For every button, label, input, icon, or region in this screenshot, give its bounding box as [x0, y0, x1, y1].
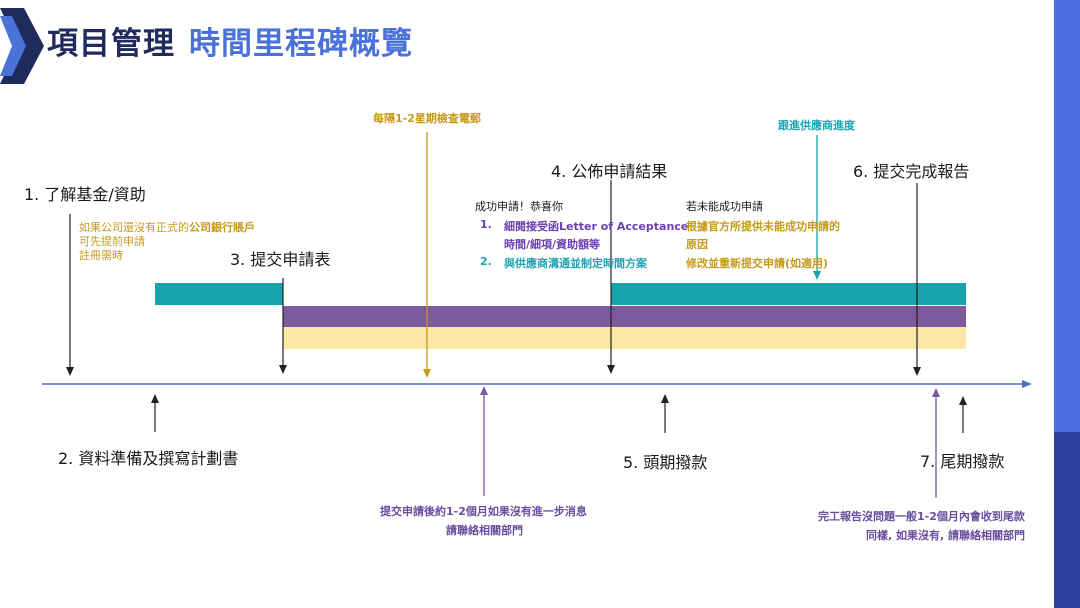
- chevron-icon: [0, 8, 44, 84]
- m6-arrow: [913, 183, 921, 376]
- supplier-followup-note: 跟進供應商進度: [778, 119, 855, 132]
- m5-arrow: [661, 394, 669, 433]
- m1-note-line1-a: 如果公司還沒有正式的: [79, 221, 189, 234]
- milestone-1-label: 1. 了解基金/資助: [24, 185, 146, 204]
- final-followup-note-1: 完工報告沒問題一般1-2個月內會收到尾款: [818, 510, 1025, 523]
- milestone-7-label: 7. 尾期撥款: [920, 452, 1005, 471]
- m1-note-line2: 可先提前申請: [79, 235, 145, 248]
- submit-followup-arrow: [480, 386, 488, 496]
- edge-bar-top: [1054, 0, 1080, 432]
- teal-band-left: [155, 283, 283, 305]
- milestone-3-label: 3. 提交申請表: [230, 250, 331, 269]
- m1-note-line3: 註冊需時: [79, 249, 123, 262]
- timeline-axis-arrowhead: [1022, 380, 1032, 388]
- success-item-1-b: 時間/細項/資助額等: [504, 238, 601, 251]
- fail-title: 若未能成功申請: [686, 200, 763, 213]
- success-item-1-num: 1.: [480, 218, 492, 231]
- m1-arrow: [66, 214, 74, 376]
- fail-line-3: 修改並重新提交申請(如適用): [686, 257, 829, 270]
- success-item-1-a: 細閱接受函Letter of Acceptance: [504, 220, 689, 233]
- purple-band: [283, 306, 966, 327]
- submit-followup-note-2: 請聯絡相關部門: [446, 524, 523, 537]
- success-title: 成功申請！恭喜你: [475, 200, 563, 213]
- final-followup-arrow: [932, 388, 940, 498]
- m1-note-line1-b: 公司銀行賬戶: [189, 221, 255, 234]
- page-title: 項目管理時間里程碑概覽: [47, 18, 413, 63]
- m3-arrow: [279, 278, 287, 374]
- fail-line-2: 原因: [686, 238, 708, 251]
- m2-arrow: [151, 394, 159, 432]
- supplier-arrow: [813, 135, 821, 280]
- m7-arrow: [959, 396, 967, 433]
- title-sub: 時間里程碑概覽: [189, 26, 413, 62]
- m1-note-line1: 如果公司還沒有正式的公司銀行賬戶: [79, 219, 255, 235]
- milestone-4-label: 4. 公佈申請結果: [551, 162, 668, 181]
- weekly-check-note: 每隔1-2星期檢查電郵: [373, 112, 481, 125]
- cream-band: [283, 327, 966, 349]
- fail-line-1: 根據官方所提供未能成功申請的: [686, 220, 840, 233]
- teal-band-right: [611, 283, 966, 305]
- weekly-check-arrow: [423, 132, 431, 378]
- success-item-2: 與供應商溝通並制定時間方案: [504, 257, 647, 270]
- final-followup-note-2: 同樣, 如果沒有, 請聯絡相關部門: [866, 529, 1026, 542]
- milestone-6-label: 6. 提交完成報告: [853, 162, 970, 181]
- milestone-2-label: 2. 資料準備及撰寫計劃書: [58, 449, 239, 468]
- edge-bar-bottom: [1054, 432, 1080, 608]
- title-main: 項目管理: [47, 26, 175, 62]
- success-item-2-num: 2.: [480, 255, 492, 268]
- submit-followup-note-1: 提交申請後約1-2個月如果沒有進一步消息: [380, 505, 587, 518]
- m4-arrow: [607, 180, 615, 374]
- milestone-5-label: 5. 頭期撥款: [623, 453, 708, 472]
